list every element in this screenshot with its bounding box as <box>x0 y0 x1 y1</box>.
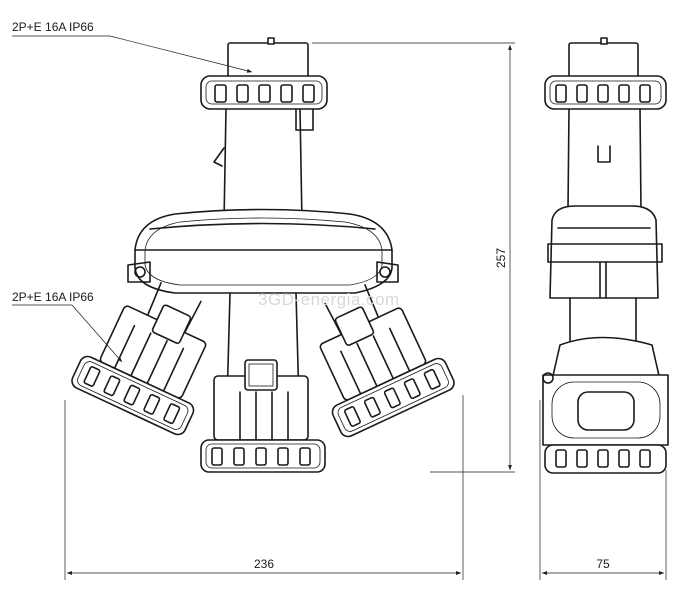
watermark: 3GD-energia.com <box>258 290 400 309</box>
dimension-width-label: 236 <box>254 557 274 571</box>
plug-neck <box>213 108 303 223</box>
top-plug-label: 2P+E 16A IP66 <box>12 20 94 34</box>
top-plug <box>200 37 328 131</box>
dimension-depth-label: 75 <box>596 557 610 571</box>
dimension-lines <box>64 42 667 580</box>
callout-leaders <box>12 35 253 363</box>
side-sockets-label: 2P+E 16A IP66 <box>12 290 94 304</box>
front-view <box>71 37 455 473</box>
side-view <box>542 37 669 474</box>
socket-center <box>200 292 326 473</box>
distribution-body <box>127 208 399 294</box>
socket-right <box>319 284 455 438</box>
dimension-height-label: 257 <box>494 248 508 268</box>
socket-left <box>71 282 207 436</box>
